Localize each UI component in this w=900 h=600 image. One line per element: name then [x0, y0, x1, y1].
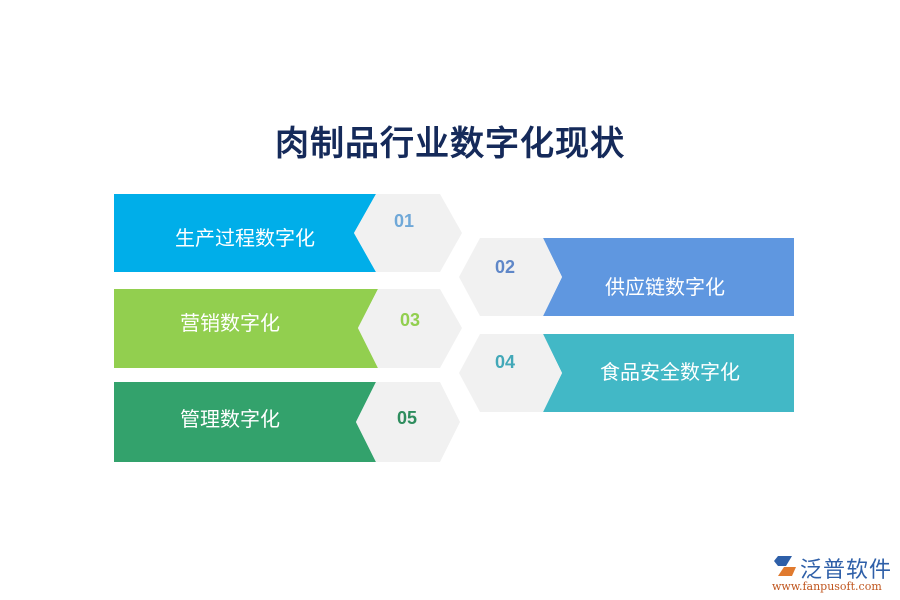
item-05-label: 管理数字化: [180, 407, 280, 431]
item-02-number: 02: [494, 257, 516, 277]
logo-mark-icon: [774, 556, 796, 576]
item-04-label: 食品安全数字化: [600, 360, 740, 384]
item-05-number: 05: [396, 408, 418, 428]
page-title: 肉制品行业数字化现状: [275, 124, 625, 164]
item-02-shape: [459, 238, 794, 316]
item-01-number: 01: [393, 211, 415, 231]
item-02-label: 供应链数字化: [605, 275, 725, 299]
item-03-number: 03: [399, 310, 421, 330]
item-01-label: 生产过程数字化: [175, 226, 315, 250]
item-04-number: 04: [494, 352, 516, 372]
item-03-shape: [114, 289, 462, 368]
logo-brand-text: 泛普软件: [800, 558, 893, 583]
item-05-shape: [114, 382, 460, 462]
logo-url-text: www.fanpusoft.com: [772, 580, 882, 593]
item-03-label: 营销数字化: [180, 311, 280, 335]
item-04-shape: [459, 334, 794, 412]
item-01-shape: [114, 194, 462, 272]
